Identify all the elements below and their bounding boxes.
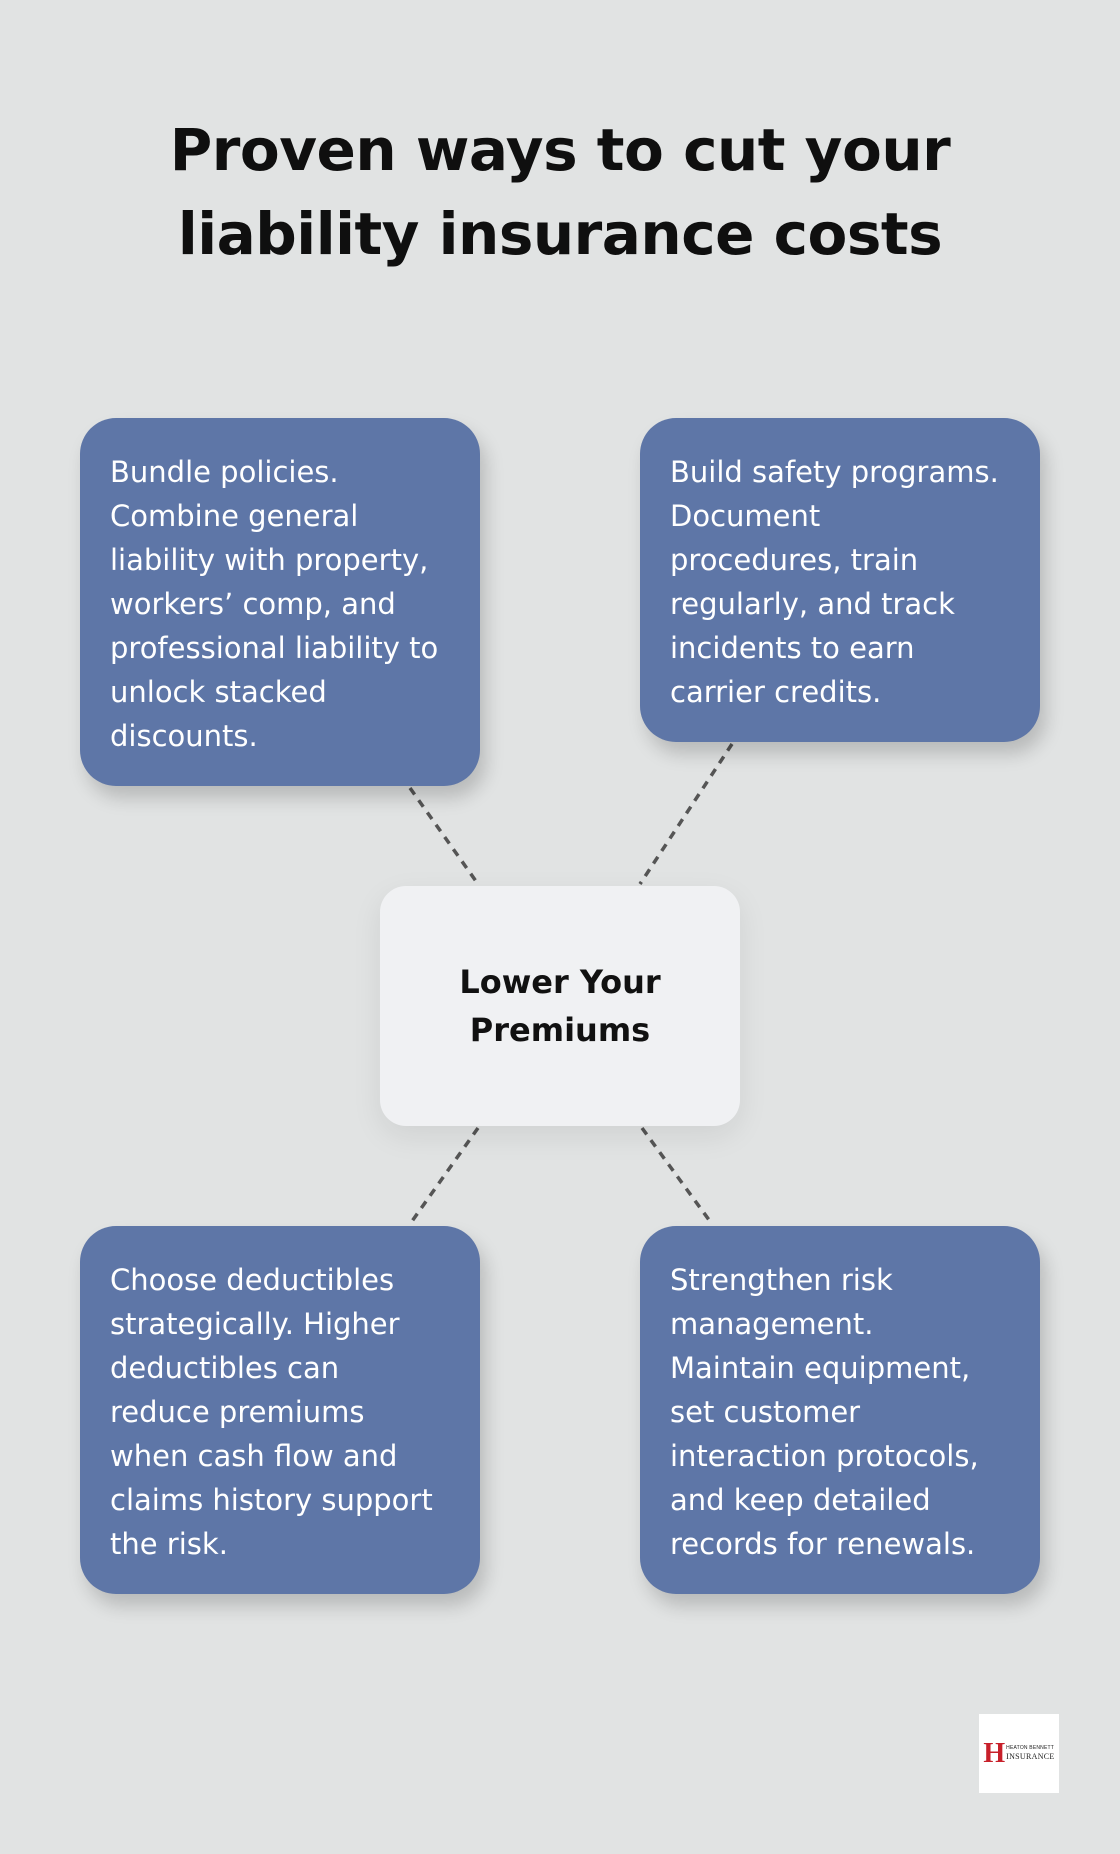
card-text-line: the risk.: [110, 1527, 228, 1561]
card-text-line: workers’ comp, and: [110, 587, 396, 621]
card-text-line: Bundle policies.: [110, 455, 339, 489]
card-text-line: deductibles can: [110, 1351, 340, 1385]
card-text-line: discounts.: [110, 719, 258, 753]
card-text-line: Combine general: [110, 499, 359, 533]
card-text-line: reduce premiums: [110, 1395, 365, 1429]
card-text-line: records for renewals.: [670, 1527, 976, 1561]
center-line-2: Premiums: [469, 1011, 651, 1049]
connector-top-left: [408, 786, 480, 886]
card-text-line: incidents to earn: [670, 631, 915, 665]
card-text-line: interaction protocols,: [670, 1439, 979, 1473]
card-text-line: liability with property,: [110, 543, 429, 577]
center-line-1: Lower Your: [459, 963, 661, 1001]
connector-top-right: [638, 743, 734, 885]
card-text-line: Strengthen risk: [670, 1263, 893, 1297]
title-line-1: Proven ways to cut your: [169, 116, 951, 184]
card-text-line: professional liability to: [110, 631, 439, 665]
card-text-line: Document: [670, 499, 821, 533]
card-bundle-policies: Bundle policies. Combine general liabili…: [80, 418, 480, 786]
card-text-line: set customer: [670, 1395, 861, 1429]
card-risk-management: Strengthen risk management. Maintain equ…: [640, 1226, 1040, 1594]
card-text-line: and keep detailed: [670, 1483, 931, 1517]
connector-bottom-right: [640, 1126, 714, 1226]
title-line-2: liability insurance costs: [177, 200, 943, 268]
card-text-line: Choose deductibles: [110, 1263, 395, 1297]
card-text-line: regularly, and track: [670, 587, 955, 621]
logo-subtitle: INSURANCE: [1006, 1752, 1055, 1761]
card-text-line: claims history support: [110, 1483, 433, 1517]
card-deductibles: Choose deductibles strategically. Higher…: [80, 1226, 480, 1594]
company-logo: H HEATON BENNETT INSURANCE: [979, 1714, 1059, 1793]
page-title: Proven ways to cut your liability insura…: [0, 108, 1120, 276]
logo-letter: H: [983, 1737, 1006, 1769]
card-text-line: carrier credits.: [670, 675, 882, 709]
center-node: Lower Your Premiums: [380, 886, 740, 1126]
connector-bottom-left: [408, 1126, 480, 1226]
card-text-line: when cash flow and: [110, 1439, 398, 1473]
card-text-line: strategically. Higher: [110, 1307, 400, 1341]
card-text-line: procedures, train: [670, 543, 919, 577]
card-text-line: unlock stacked: [110, 675, 327, 709]
card-text-line: Maintain equipment,: [670, 1351, 971, 1385]
logo-name: HEATON BENNETT: [1006, 1745, 1055, 1751]
card-text-line: Build safety programs.: [670, 455, 999, 489]
card-text-line: management.: [670, 1307, 874, 1341]
card-safety-programs: Build safety programs. Document procedur…: [640, 418, 1040, 742]
